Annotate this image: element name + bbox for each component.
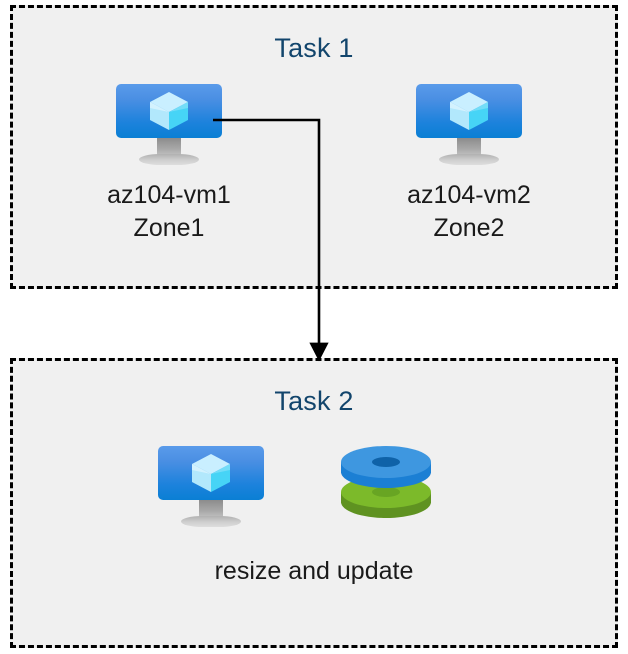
- task-2-caption: resize and update: [214, 557, 414, 585]
- task-2-container: Task 2: [10, 358, 618, 648]
- monitor-screen: [116, 84, 222, 138]
- monitor-stand-neck: [457, 138, 481, 156]
- monitor-stand-neck: [199, 500, 223, 518]
- monitor-stand-base: [139, 154, 199, 165]
- cube-icon: [192, 454, 230, 492]
- monitor-stand-base: [181, 516, 241, 527]
- task-1-container: Task 1 az104-vm1 Zone1: [10, 5, 618, 289]
- azure-virtual-machine-icon-vm2[interactable]: [416, 84, 522, 166]
- monitor-stand-base: [439, 154, 499, 165]
- cube-icon: [150, 92, 188, 130]
- vm2-label: az104-vm2 Zone2: [407, 181, 531, 242]
- monitor-stand-neck: [157, 138, 181, 156]
- azure-disks-icon[interactable]: [335, 444, 437, 526]
- monitor-screen: [158, 446, 264, 500]
- vm1-label: az104-vm1 Zone1: [107, 181, 231, 242]
- azure-virtual-machine-icon-vm1[interactable]: [116, 84, 222, 166]
- task-2-title: Task 2: [274, 386, 354, 416]
- azure-virtual-machine-icon-resize[interactable]: [158, 446, 264, 528]
- task-1-title: Task 1: [274, 33, 354, 63]
- cube-icon: [450, 92, 488, 130]
- monitor-screen: [416, 84, 522, 138]
